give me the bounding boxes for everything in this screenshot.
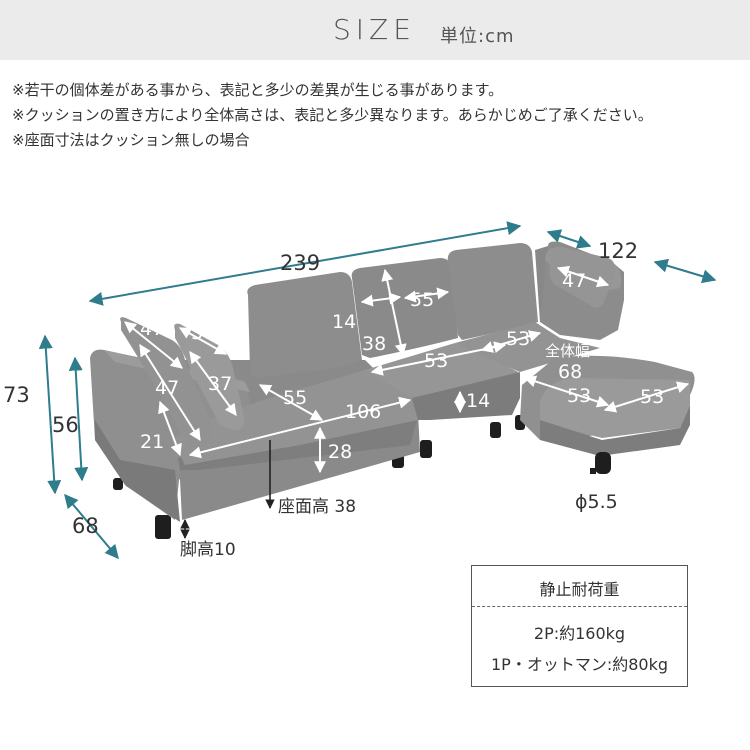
label-pillow-height-a: 47 (155, 377, 179, 399)
label-seat-cushion-a: 53 (424, 350, 448, 372)
label-ottoman-cushion: 47 (562, 270, 586, 292)
label-seat-cushion-b: 53 (506, 328, 530, 350)
load-capacity-1p-ottoman: 1P・オットマン:約80kg (490, 655, 668, 674)
label-seat-length: 106 (345, 401, 381, 423)
label-ottoman-total: 122 (598, 239, 638, 263)
dashed-divider (472, 606, 687, 607)
black-arrows (180, 440, 275, 539)
label-pillow-height-b: 37 (208, 373, 232, 395)
label-depth: 68 (72, 514, 99, 538)
label-seat-depth: 28 (328, 441, 352, 463)
label-total-width: 239 (280, 251, 320, 275)
label-caster: ϕ5.5 (575, 491, 618, 513)
label-seat-cushion-thickness: 14 (466, 390, 490, 412)
label-pillow-width-b: 37 (191, 322, 215, 344)
note-item: ※若干の個体差がある事から、表記と多少の差異が生じる事があります。 (12, 81, 504, 99)
label-back-cushion-height: 38 (362, 333, 386, 355)
note-item: ※座面寸法はクッション無しの場合 (12, 131, 250, 149)
label-back-cushion-depth: 14 (332, 311, 356, 333)
sofa-leg (113, 478, 123, 490)
caster (595, 452, 611, 474)
label-arm-height: 21 (140, 431, 164, 453)
label-total-height: 73 (3, 383, 30, 407)
label-ottoman-depth-b: 53 (640, 386, 664, 408)
sofa-leg (490, 422, 501, 438)
label-ottoman-width: 68 (558, 361, 582, 383)
label-pillow-width-a: 47 (140, 318, 164, 340)
load-capacity-2p: 2P:約160kg (533, 624, 626, 643)
sofa-leg (420, 440, 432, 458)
label-back-cushion-width: 55 (410, 289, 434, 311)
label-leg-height: 脚高10 (180, 540, 236, 560)
size-header: SIZE 単位:cm (0, 0, 750, 60)
inner-arrows (124, 265, 690, 474)
load-capacity-title: 静止耐荷重 (539, 580, 620, 599)
dimension-labels: 239 122 47 55 14 38 53 53 14 47 37 47 37… (3, 239, 664, 560)
notes: ※若干の個体差がある事から、表記と多少の差異が生じる事があります。 ※クッション… (12, 78, 653, 153)
label-seat-height: 座面高 38 (278, 497, 356, 517)
dimension-arrows (38, 221, 717, 560)
note-item: ※クッションの置き方により全体高さは、表記と多少異なります。あらかじめご了承くだ… (12, 106, 653, 124)
label-ottoman-width-title: 全体幅 (545, 342, 590, 360)
sofa-leg (155, 515, 171, 539)
label-ottoman-depth-a: 53 (567, 385, 591, 407)
label-back-height: 56 (52, 413, 79, 437)
size-title: SIZE (333, 13, 416, 46)
label-seat-width: 55 (283, 387, 307, 409)
unit-label: 単位:cm (440, 26, 515, 47)
load-capacity-box: 静止耐荷重 2P:約160kg 1P・オットマン:約80kg (471, 565, 688, 687)
